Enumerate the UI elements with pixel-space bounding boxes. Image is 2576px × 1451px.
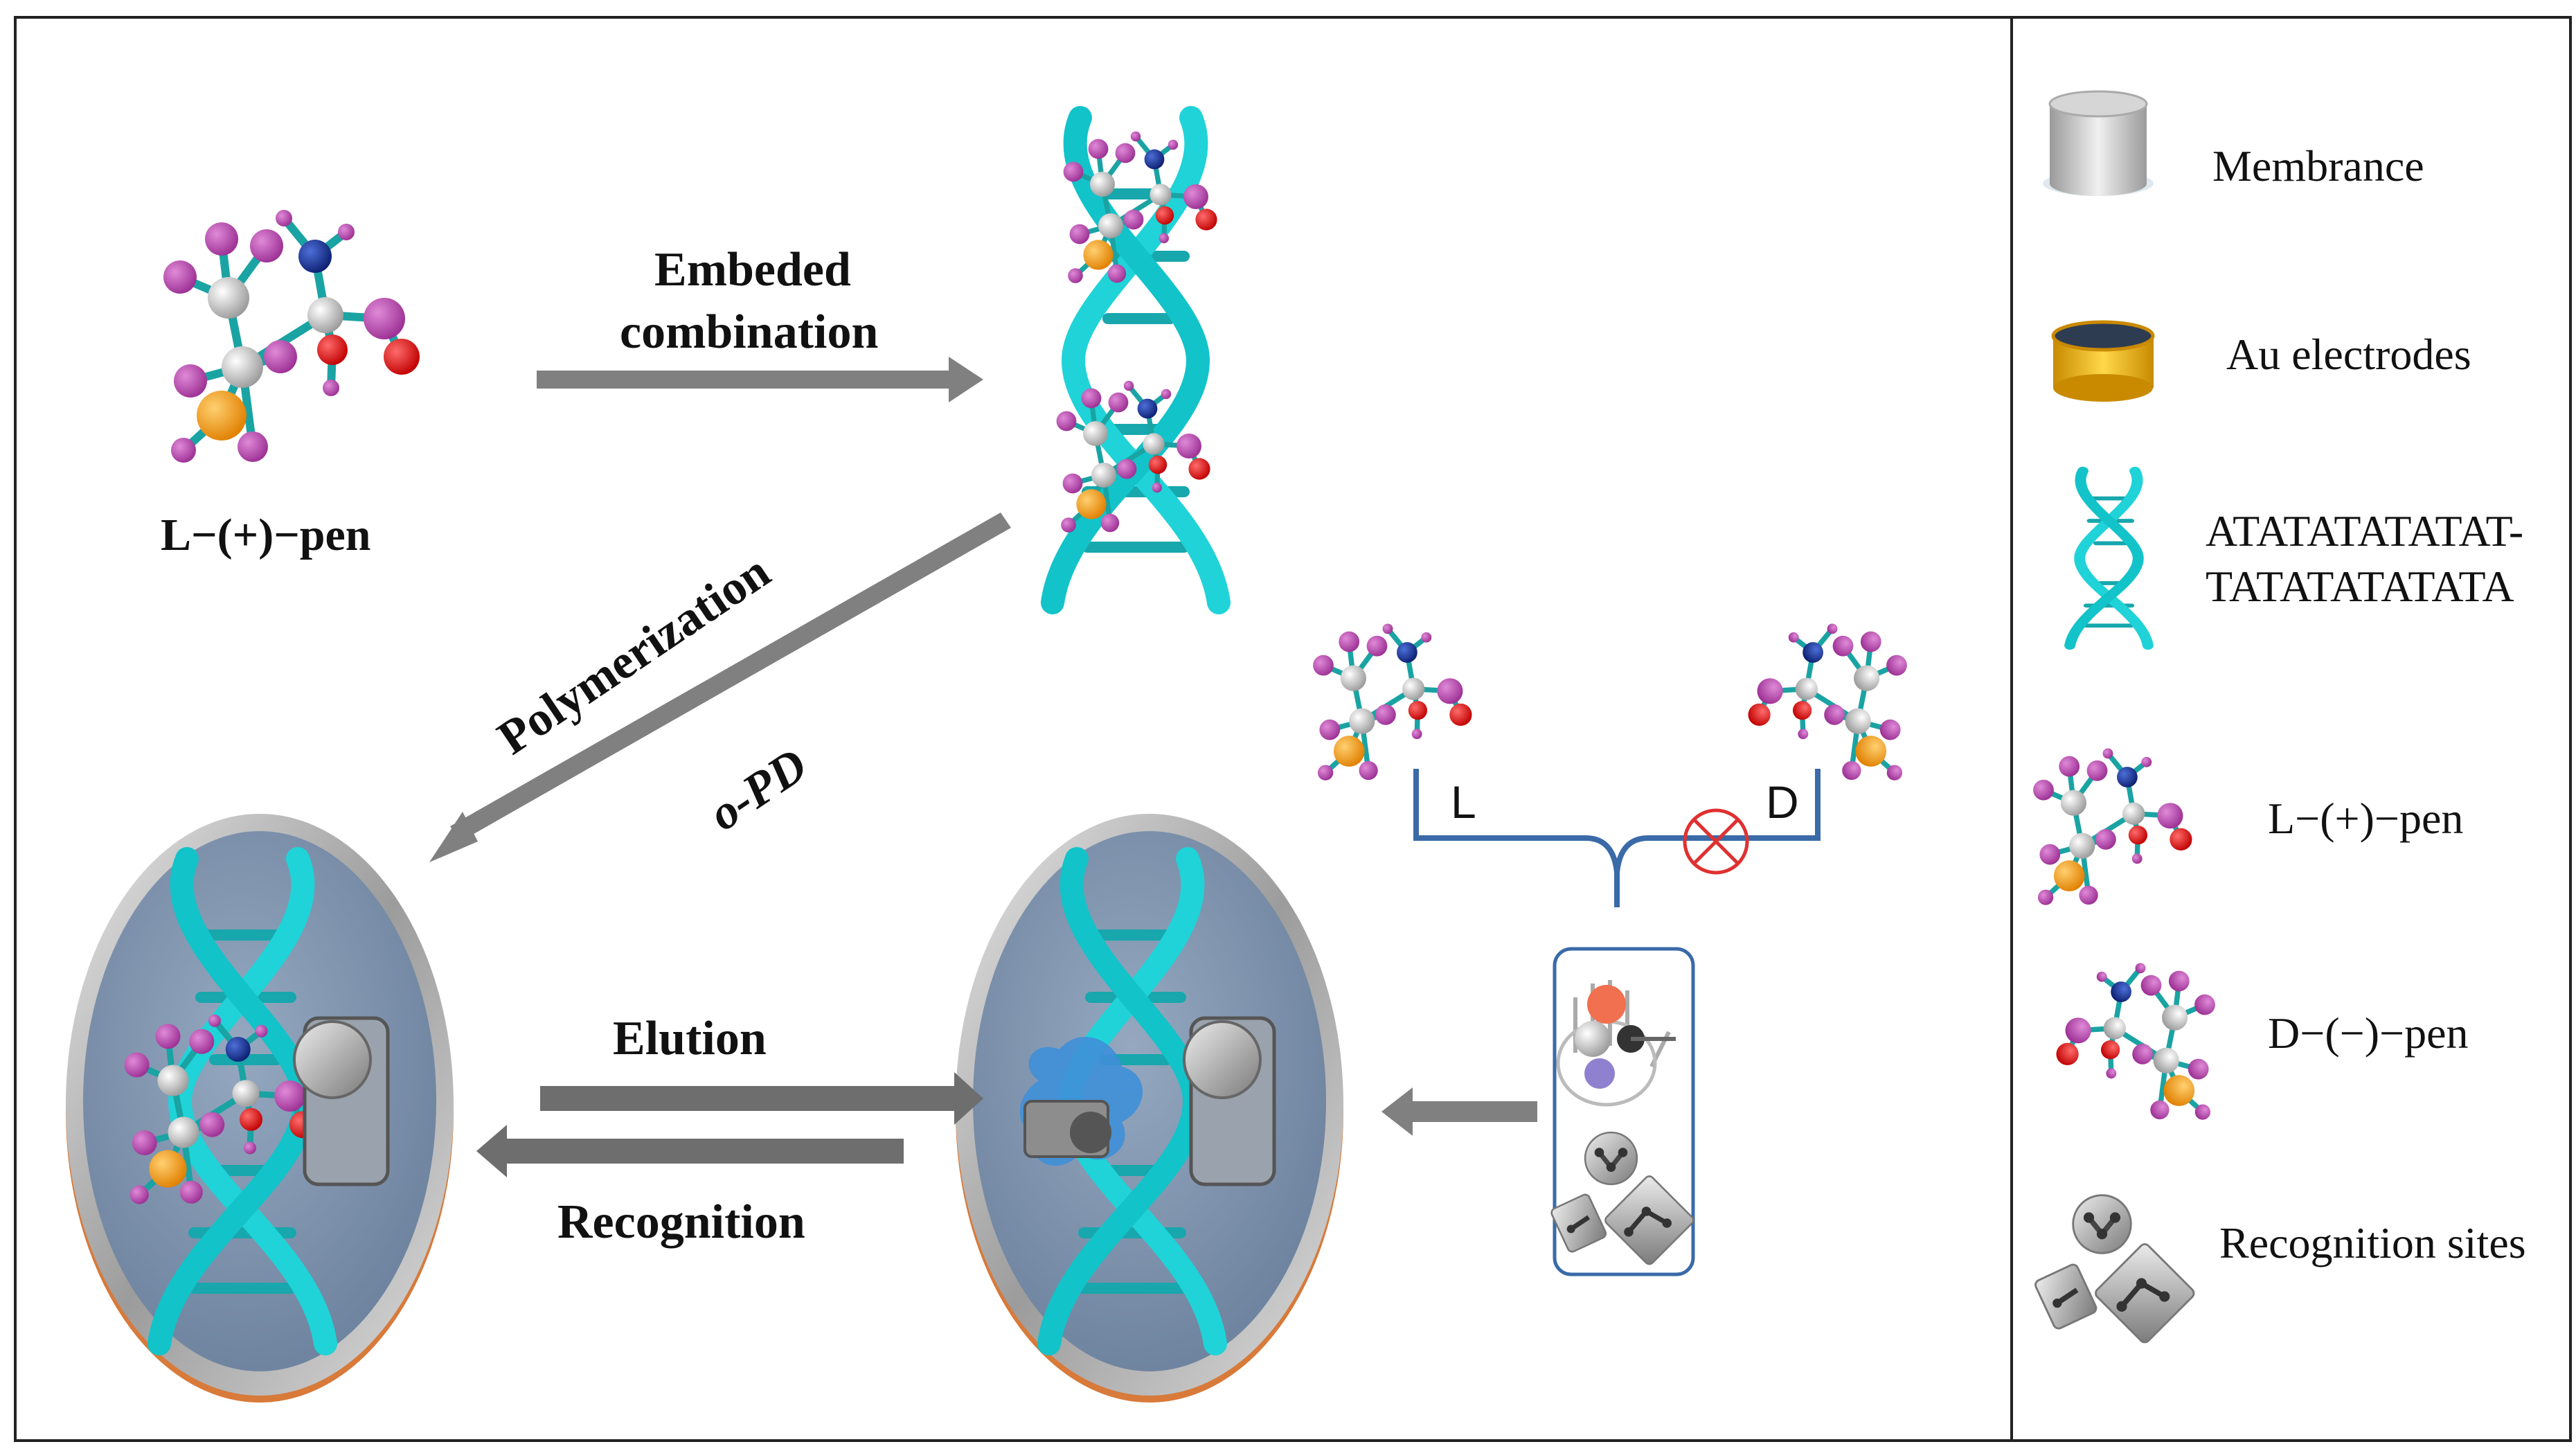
l-pen-molecule-main (163, 210, 420, 463)
forbidden-icon (1683, 808, 1749, 875)
d-molecule-small (1748, 623, 1906, 780)
membrane-cylinder-icon (2043, 90, 2154, 196)
legend-dna-label-1: ATATATATATAT- (2206, 506, 2524, 555)
recognition-label: Recognition (557, 1195, 805, 1249)
au-electrode-icon (2051, 320, 2155, 402)
enantiomer-d-label: D (1766, 776, 1799, 828)
polymerization-arrow (429, 513, 1011, 862)
enantiomer-bracket (1413, 769, 1821, 907)
embed-label-line2: combination (620, 305, 879, 359)
legend-au-label: Au electrodes (2226, 330, 2471, 379)
enantiomer-l-label: L (1451, 776, 1476, 828)
molecule-label: L−(+)−pen (161, 510, 371, 560)
legend-recognition-label: Recognition sites (2219, 1218, 2526, 1267)
embed-arrow (537, 357, 983, 402)
legend-d-pen-label: D−(−)−pen (2268, 1008, 2469, 1058)
legend-membrane-label: Membrance (2212, 141, 2424, 190)
l-molecule-small (1313, 623, 1472, 780)
dna-helix-icon (2070, 471, 2148, 646)
recognition-sites-icon (2034, 1195, 2196, 1344)
l-pen-molecule-icon (2033, 748, 2192, 905)
elution-arrow (540, 1072, 983, 1125)
d-pen-molecule-icon (2056, 963, 2215, 1119)
small-left-arrow (1381, 1087, 1537, 1136)
legend-dna-label-2: TATATATATATA (2206, 562, 2514, 611)
elution-label: Elution (613, 1012, 767, 1065)
legend-l-pen-label: L−(+)−pen (2268, 794, 2464, 843)
dna-with-molecules (1053, 118, 1219, 603)
outer-frame (14, 16, 2572, 1442)
recognition-arrow (476, 1125, 904, 1177)
electrode-left (66, 814, 454, 1403)
electrode-right (956, 814, 1343, 1403)
embed-label-line1: Embeded (654, 243, 851, 296)
recognition-box (1550, 947, 1694, 1276)
